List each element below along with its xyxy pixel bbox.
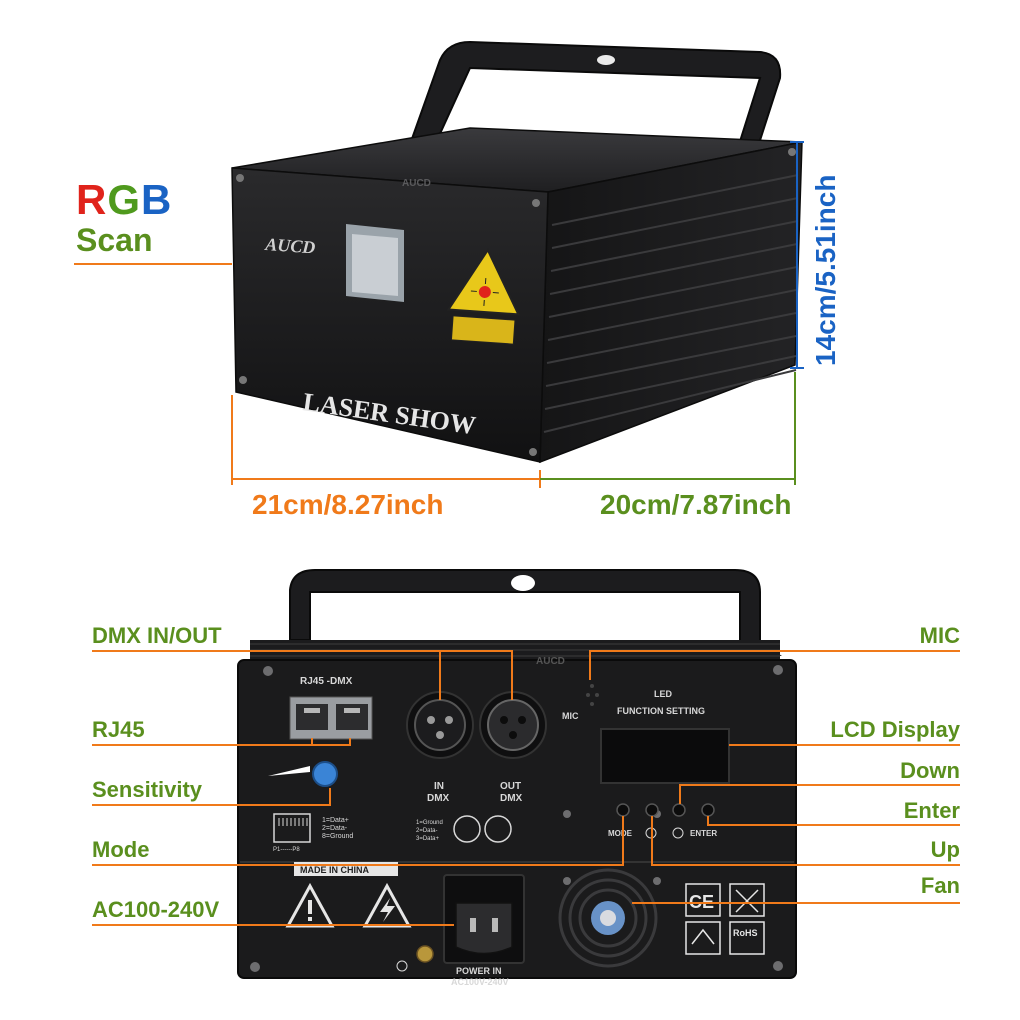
xlr-pin-3: 3=Data+ (416, 836, 440, 842)
dmx-out-label: OUT (500, 781, 521, 792)
lcd-display (600, 728, 730, 784)
handle-hole (511, 575, 535, 591)
mic-holes (586, 684, 599, 706)
dmx-out-connector (479, 691, 547, 759)
power-in-title: POWER IN (456, 966, 502, 976)
dmx-out-sub: DMX (500, 793, 523, 804)
rj45-jacks (289, 696, 373, 740)
rgb-letter-b: B (141, 176, 173, 223)
mode-button-label: MODE (608, 829, 633, 838)
dmx-in-sub: DMX (427, 793, 450, 804)
rgb-letter-g: G (107, 176, 142, 223)
fuse-holder (416, 945, 434, 963)
rohs-mark: RoHS (733, 928, 758, 938)
mic-label: MIC (562, 711, 579, 721)
laser-aperture (346, 224, 404, 302)
dmx-in-label: IN (434, 781, 444, 792)
led-title: LED (654, 689, 673, 699)
caution-icon (285, 882, 335, 928)
rear-brand-small: AUCD (536, 656, 565, 667)
callout-ac: AC100-240V (92, 897, 220, 922)
callout-down: Down (900, 758, 960, 783)
front-face (231, 167, 549, 463)
xlr-pin-2: 2=Data- (416, 828, 438, 834)
callout-dmx-in-out: DMX IN/OUT (92, 623, 222, 648)
callout-up: Up (930, 837, 960, 862)
callout-mic: MIC (919, 623, 960, 648)
top-brand-small: AUCD (402, 178, 431, 189)
rj45-range: P1------P8 (273, 847, 300, 853)
depth-dimension: 20cm/7.87inch (600, 489, 792, 520)
rgb-label: RGB (76, 176, 172, 224)
ce-mark: CE (689, 892, 714, 912)
function-setting-title: FUNCTION SETTING (617, 706, 705, 716)
sensitivity-knob (312, 761, 338, 787)
callout-mode: Mode (92, 837, 150, 862)
ground-icon (396, 960, 408, 972)
control-buttons (616, 803, 715, 817)
rj45-header: RJ45 -DMX (300, 676, 353, 687)
callout-lcd-display: LCD Display (830, 717, 960, 742)
rj45-pin-1: 1=Data+ (322, 817, 349, 824)
front-screws (236, 148, 796, 456)
sensitivity-scale (268, 766, 310, 776)
laser-warning-icon (446, 248, 521, 345)
electric-hazard-icon (362, 882, 412, 928)
power-socket (443, 874, 525, 964)
certification-icons (685, 883, 765, 955)
callout-fan: Fan (920, 873, 960, 898)
callout-rj45: RJ45 (92, 717, 145, 742)
callout-enter: Enter (903, 798, 960, 823)
enter-button-label: ENTER (690, 829, 717, 838)
power-in-range: AC100V-240V (451, 977, 509, 987)
rj45-pin-8: 8=Ground (322, 833, 353, 840)
xlr-pin-1: 1=Ground (416, 820, 443, 826)
scan-label: Scan (76, 222, 153, 258)
front-brand-logo: AUCD (264, 234, 316, 258)
rj45-pin-2: 2=Data- (322, 825, 348, 832)
cooling-fan (558, 868, 658, 968)
dmx-in-connector (406, 691, 474, 759)
width-dimension: 21cm/8.27inch (252, 489, 444, 520)
made-in-text: MADE IN CHINA (300, 865, 369, 875)
rgb-letter-r: R (76, 176, 108, 223)
heatsink-fins (543, 174, 799, 433)
callout-sensitivity: Sensitivity (92, 777, 203, 802)
rj45-pin-diagram (273, 813, 311, 843)
